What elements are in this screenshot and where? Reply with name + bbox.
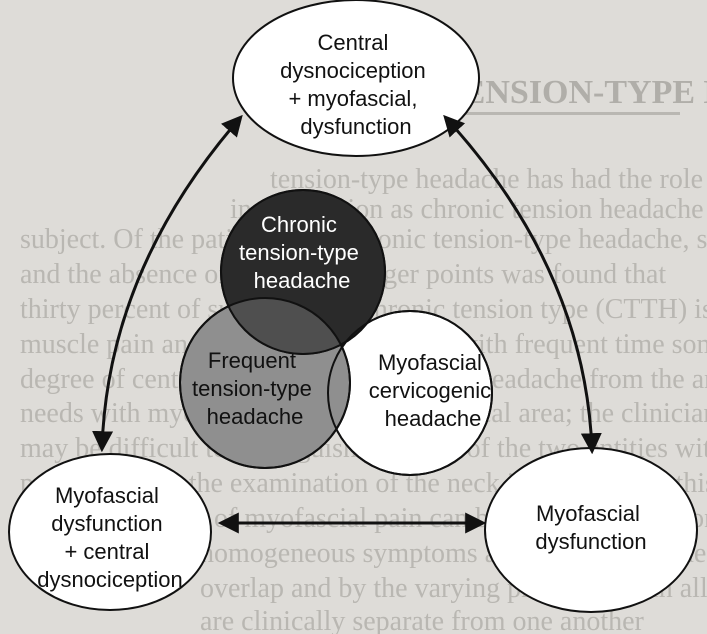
right-arrow <box>443 114 602 455</box>
bottom-left-node-label: Myofascial dysfunction + central dysnoci… <box>37 483 183 592</box>
left-arrow <box>92 114 243 453</box>
central-dysnociception-node <box>232 0 480 157</box>
frequent-label: Frequent tension-type headache <box>192 348 318 429</box>
myofascial-central-node <box>8 453 212 611</box>
chronic-label: Chronic tension-type headache <box>239 212 365 293</box>
bottom-right-node-label: Myofascial dysfunction <box>535 501 646 554</box>
top-node-label: Central dysnociception + myofascial, dys… <box>280 30 432 139</box>
background-heading: TENSION-TYPE HEADACHE <box>440 74 707 111</box>
cervicogenic-label: Myofascial cervicogenic headache <box>369 350 497 431</box>
